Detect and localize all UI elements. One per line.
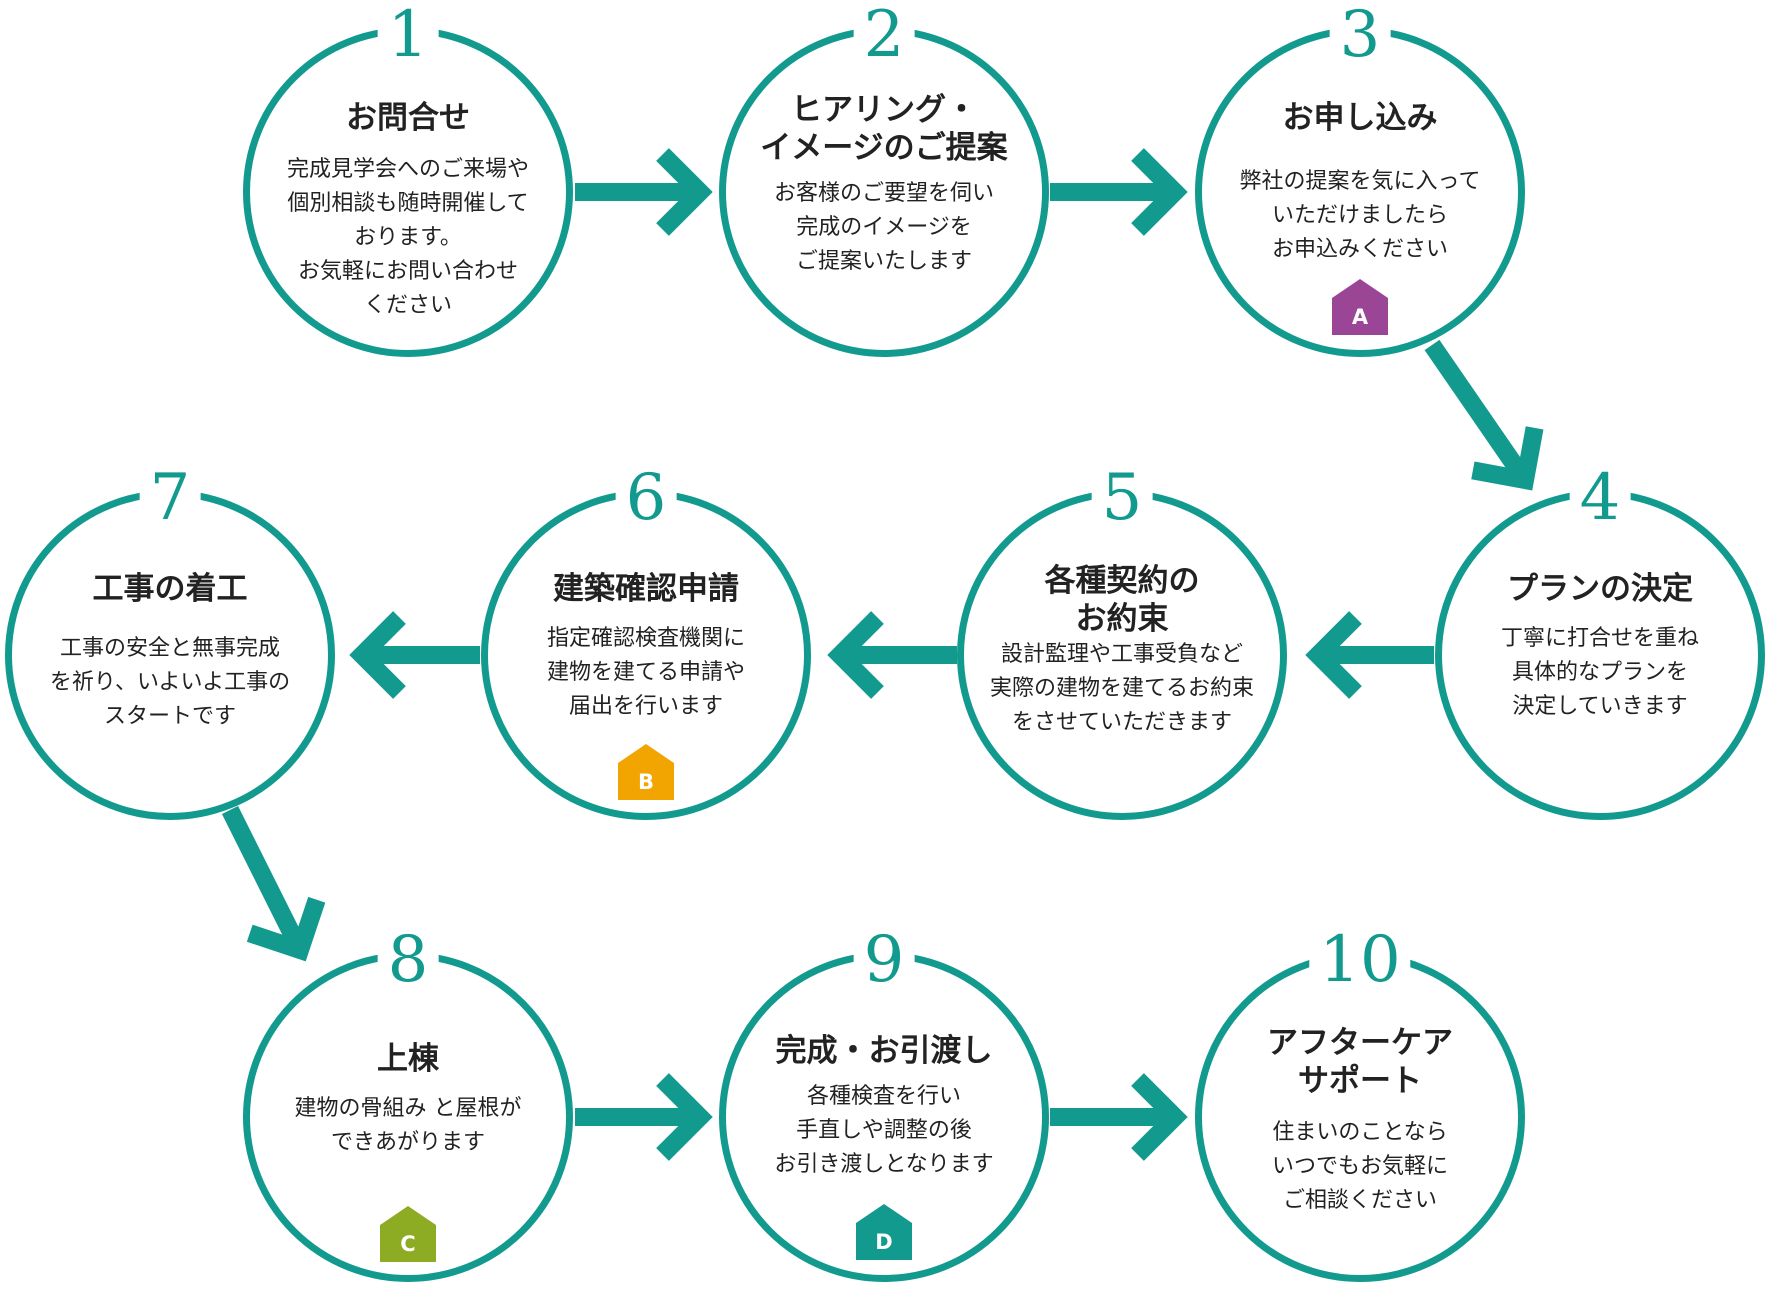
step-circle [957, 490, 1287, 820]
step-circle [719, 27, 1049, 357]
arrow-5-to-6 [827, 611, 957, 699]
step-description: 建物の骨組み と屋根が できあがります [294, 1096, 522, 1155]
arrow-head-icon [1131, 1073, 1188, 1161]
step-number: 3 [1329, 3, 1391, 67]
step-title: プランの決定 [1507, 571, 1693, 607]
step-9: 9 完成・お引渡し 各種検査を行い 手直しや調整の後 お引き渡しとなります D [719, 928, 1049, 1282]
step-title: 工事の着工 [92, 571, 248, 607]
arrow-2-to-3 [1050, 148, 1188, 236]
step-description: 完成見学会へのご来場や 個別相談も随時開催して おります。 お気軽にお問い合わせ… [286, 157, 529, 318]
step-number: 9 [853, 928, 915, 992]
step-number: 10 [1309, 928, 1411, 992]
arrow-head-icon [1305, 611, 1362, 699]
step-6: 6 建築確認申請 指定確認検査機関に 建物を建てる申請や 届出を行います B [481, 466, 811, 820]
step-number: 2 [853, 3, 915, 67]
step-2: 2 ヒアリング・ イメージのご提案 お客様のご要望を伺い 完成のイメージを ご提… [719, 3, 1049, 357]
step-number: 6 [615, 466, 677, 530]
arrow-head-icon [1471, 426, 1544, 491]
step-title: 各種契約の お約束 [1044, 563, 1200, 637]
step-title: 上棟 [377, 1041, 439, 1077]
badge-letter: D [875, 1230, 893, 1254]
step-5: 5 各種契約の お約束 設計監理や工事受負など 実際の建物を建てるお約束 をさせ… [957, 466, 1287, 820]
step-number: 4 [1569, 466, 1631, 530]
step-8: 8 上棟 建物の骨組み と屋根が できあがります C [243, 928, 573, 1282]
badge-letter: C [400, 1232, 416, 1256]
step-1: 1 お問合せ 完成見学会へのご来場や 個別相談も随時開催して おります。 お気軽… [243, 3, 573, 357]
badge-letter: A [1351, 305, 1369, 329]
arrow-7-to-8 [221, 805, 326, 962]
step-number: 7 [139, 466, 201, 530]
arrow-head-icon [1131, 148, 1188, 236]
step-circle [243, 27, 573, 357]
step-title: 完成・お引渡し [775, 1033, 993, 1069]
step-title: 建築確認申請 [553, 571, 739, 607]
arrow-head-icon [349, 611, 406, 699]
arrow-head-icon [246, 896, 326, 962]
step-number: 8 [377, 928, 439, 992]
arrow-6-to-7 [349, 611, 480, 699]
badge-letter: B [637, 770, 654, 794]
step-description: 丁寧に打合せを重ね 具体的なプランを 決定していきます [1500, 626, 1699, 719]
step-4: 4 プランの決定 丁寧に打合せを重ね 具体的なプランを 決定していきます [1435, 466, 1765, 820]
house-badge-a: A [1332, 279, 1388, 335]
house-badge-d: D [856, 1204, 912, 1260]
arrow-head-icon [656, 148, 713, 236]
step-description: 指定確認検査機関に 建物を建てる申請や 届出を行います [546, 626, 745, 719]
step-number: 5 [1091, 466, 1153, 530]
arrow-head-icon [827, 611, 884, 699]
arrow-1-to-2 [575, 148, 713, 236]
step-7: 7 工事の着工 工事の安全と無事完成 を祈り、いよいよ工事の スタートです [5, 466, 335, 820]
step-3: 3 お申し込み 弊社の提案を気に入って いただけましたら お申込みください A [1195, 3, 1525, 357]
step-description: 工事の安全と無事完成 を祈り、いよいよ工事の スタートです [49, 636, 291, 729]
house-badge-c: C [380, 1206, 436, 1262]
arrow-3-to-4 [1424, 339, 1544, 491]
step-description: 各種検査を行い 手直しや調整の後 お引き渡しとなります [774, 1084, 994, 1177]
step-title: お申し込み [1282, 100, 1438, 136]
step-description: 弊社の提案を気に入って いただけましたら お申込みください [1239, 169, 1481, 262]
step-title: アフターケア サポート [1267, 1025, 1453, 1099]
step-10: 10 アフターケア サポート 住まいのことなら いつでもお気軽に ご相談ください [1195, 928, 1525, 1282]
step-circle [5, 490, 335, 820]
arrow-9-to-10 [1050, 1073, 1188, 1161]
house-badge-b: B [618, 744, 674, 800]
step-description: 住まいのことなら いつでもお気軽に ご相談ください [1271, 1120, 1448, 1213]
arrow-shaft [221, 805, 306, 949]
step-number: 1 [377, 3, 439, 67]
arrow-4-to-5 [1305, 611, 1434, 699]
step-description: 設計監理や工事受負など 実際の建物を建てるお約束 をさせていただきます [989, 642, 1254, 735]
step-description: お客様のご要望を伺い 完成のイメージを ご提案いたします [773, 181, 994, 274]
arrow-shaft [1424, 339, 1530, 481]
step-circle [1195, 952, 1525, 1282]
arrow-8-to-9 [575, 1073, 713, 1161]
step-title: ヒアリング・ イメージのご提案 [760, 92, 1008, 166]
arrow-head-icon [656, 1073, 713, 1161]
step-title: お問合せ [346, 100, 470, 136]
step-circle [1435, 490, 1765, 820]
